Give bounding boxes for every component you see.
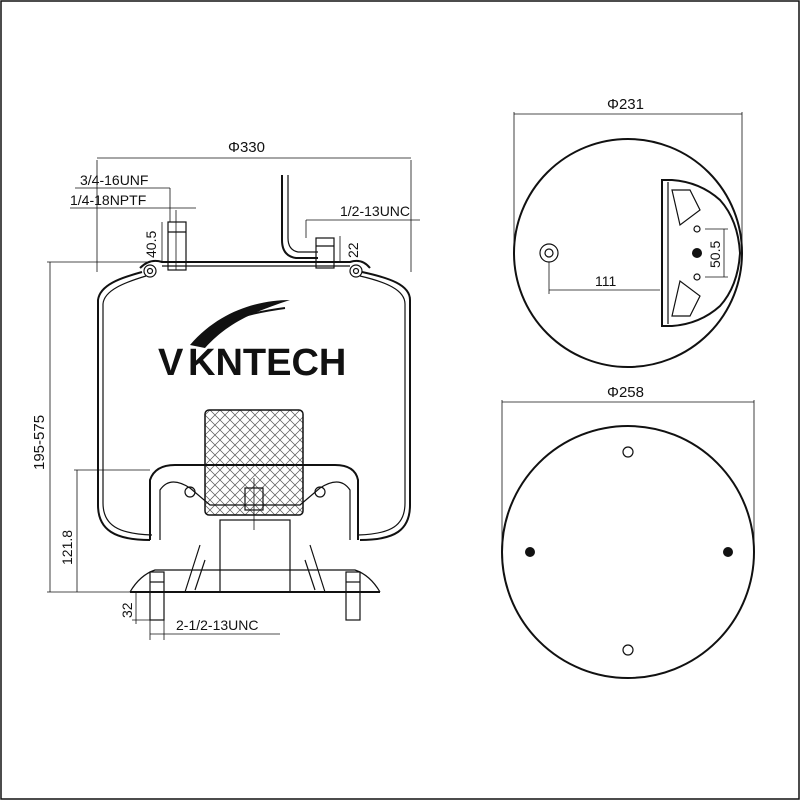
top-plate-air-port <box>539 243 559 263</box>
dim-port1-label: 3/4-16UNF <box>80 172 148 188</box>
top-stud <box>315 237 335 269</box>
dim-port2-label: 1/4-18NPTF <box>70 192 146 208</box>
logo-swoosh <box>190 300 290 348</box>
top-bead-plate <box>139 259 371 269</box>
dim-40-label: 40.5 <box>143 231 159 258</box>
dim-height-label: 195-575 <box>31 415 48 470</box>
dim-bottom-diameter-label: Φ258 <box>607 384 644 401</box>
bottom-plate-view: Φ258 <box>501 384 755 679</box>
bracket <box>281 175 318 259</box>
bottom-plate-hole-top <box>622 446 634 458</box>
bottom-plate-stud-left <box>525 547 535 557</box>
bottom-stud-left <box>149 571 165 621</box>
dim-top-diameter-label: Φ231 <box>607 96 644 113</box>
top-plate-view: Φ231 111 50.5 <box>513 96 743 368</box>
dim-stud-bottom-label: 2-1/2-13UNC <box>176 617 258 633</box>
piston-outline <box>149 464 359 540</box>
bottom-plate-circle <box>501 425 755 679</box>
bellows-outline <box>97 271 411 541</box>
dim-width-label: Φ330 <box>228 139 265 156</box>
dim-111-label: 111 <box>595 273 616 289</box>
bottom-stud-right <box>345 571 361 621</box>
top-plate-bracket <box>661 179 742 327</box>
brand-mark: V <box>158 342 184 384</box>
dim-stud-top-label: 1/2-13UNC <box>340 203 410 219</box>
bottom-plate-stud-right <box>723 547 733 557</box>
dim-22-label: 22 <box>345 242 361 258</box>
brand-name: KNTECH <box>188 342 346 384</box>
dim-piston-label: 121.8 <box>59 530 75 565</box>
bottom-plate-hole-bottom <box>622 644 634 656</box>
dim-50-label: 50.5 <box>707 241 723 268</box>
dim-32-label: 32 <box>119 602 135 618</box>
top-plate-stud-dot <box>692 248 702 258</box>
air-port-fitting <box>167 221 187 271</box>
side-view: V KNTECH Φ330 3/4-16UNF 1/4-18NPTF <box>31 139 420 640</box>
